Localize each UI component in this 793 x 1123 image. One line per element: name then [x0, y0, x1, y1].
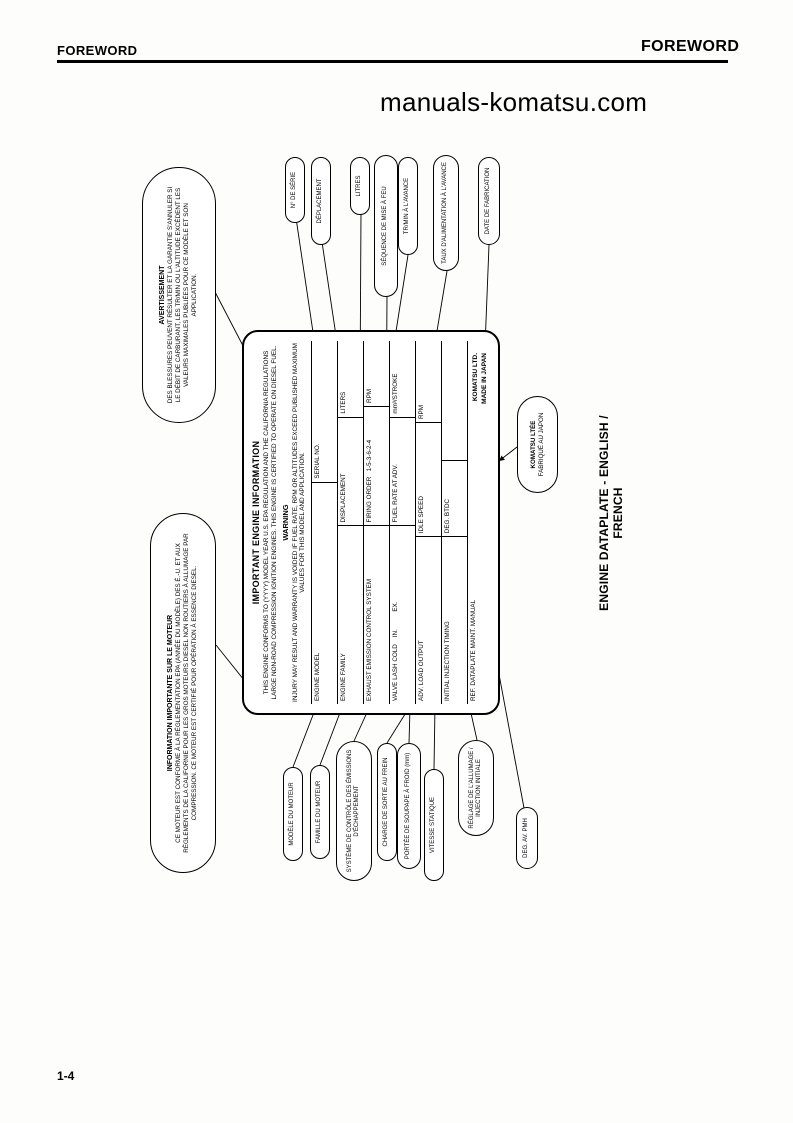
maker-name: KOMATSU LTD.	[471, 353, 479, 402]
callout-manufacture-date: DATE DE FABRICATION	[478, 157, 500, 245]
maker-origin: MADE IN JAPAN	[480, 353, 488, 404]
field-idle-speed: IDLE SPEED	[416, 423, 442, 538]
field-initial-injection-timing: INITIAL INJECTION TIMING	[444, 621, 452, 701]
callout-injection-timing: RÉGLAGE DE L'ALLUMAGE / INJECTION INITIA…	[458, 740, 494, 836]
plate-row: ADV. LOAD OUTPUT IDLE SPEED RPM	[416, 341, 443, 704]
field-ref-dataplate-manual: REF. DATAPLATE MAINT. MANUAL	[470, 599, 478, 701]
field-liters: LITERS	[338, 341, 364, 418]
callout-firing-order: SÉQUENCE DE MISE À FEU	[374, 155, 398, 297]
important-engine-information-french-oval: INFORMATION IMPORTANTE SUR LE MOTEUR CE …	[150, 513, 216, 873]
plate-warning-title: WARNING	[280, 504, 290, 541]
info-oval-title: INFORMATION IMPORTANTE SUR LE MOTEUR	[167, 614, 175, 772]
plate-field-grid: ENGINE MODEL SERIAL NO. ENGINE FAMILY DI…	[311, 341, 493, 704]
callout-engine-family: FAMILLE DU MOTEUR	[310, 765, 330, 859]
komatsu-oval-line2: FABRIQUÉ AU JAPON	[537, 412, 545, 477]
engine-dataplate: IMPORTANT ENGINE INFORMATION THIS ENGINE…	[242, 330, 500, 715]
warning-oval-body: DES BLESSURES PEUVENT RÉSULTER ET LA GAR…	[167, 186, 198, 404]
field-blank	[442, 341, 468, 461]
field-adv-load-output: ADV. LOAD OUTPUT	[418, 640, 426, 701]
field-rpm: RPM	[364, 341, 390, 407]
field-deg-btdc: DEG. BTDC	[442, 460, 468, 538]
plate-warning-paragraph: INJURY MAY RESULT AND WARRANTY IS VOIDED…	[291, 343, 307, 702]
komatsu-oval-line1: KOMATSU LTÉE	[529, 420, 537, 469]
plate-row: ENGINE MODEL SERIAL NO.	[312, 341, 339, 704]
callout-displacement: DÉPLACEMENT	[311, 157, 331, 245]
callout-idle-speed: VITESSE STATIQUE	[424, 769, 444, 881]
field-emission-control-system: EXHAUST EMISSION CONTROL SYSTEM	[366, 578, 374, 701]
callout-engine-model: MODÈLE DU MOTEUR	[283, 767, 303, 861]
komatsu-ltee-oval: KOMATSU LTÉE FABRIQUÉ AU JAPON	[517, 396, 558, 493]
header-rule	[57, 60, 728, 63]
callout-liters: LITRES	[350, 157, 370, 215]
plate-footer: REF. DATAPLATE MAINT. MANUAL KOMATSU LTD…	[468, 341, 493, 704]
callout-serial-no: N° DE SÉRIE	[285, 157, 305, 223]
callout-fuel-rate: TAUX D'ALIMENTATION À L'AVANCE	[433, 155, 459, 271]
plate-row: INITIAL INJECTION TIMING DEG. BTDC	[442, 341, 469, 704]
field-valve-lash-cold: VALVE LASH COLD IN. EX.	[392, 601, 400, 702]
running-header-left: FOREWORD	[57, 43, 138, 58]
plate-conformity-paragraph: THIS ENGINE CONFORMS TO (YYYY) MODEL YEA…	[263, 345, 278, 700]
plate-maker: KOMATSU LTD. MADE IN JAPAN	[468, 341, 493, 486]
figure-caption: ENGINE DATAPLATE - ENGLISH / FRENCH	[597, 415, 625, 611]
warning-oval-title: AVERTISSEMENT	[159, 265, 167, 325]
callout-valve-lash-cold: PORTÉE DE SOUPAPE À FROID (mm)	[397, 743, 421, 869]
watermark-text: manuals-komatsu.com	[380, 87, 648, 117]
field-displacement: DISPLACEMENT	[338, 417, 364, 527]
plate-title: IMPORTANT ENGINE INFORMATION	[251, 440, 261, 605]
plate-row: VALVE LASH COLD IN. EX. FUEL RATE AT ADV…	[390, 341, 417, 704]
plate-row: EXHAUST EMISSION CONTROL SYSTEM FIRING O…	[364, 341, 391, 704]
callout-deg-btdc: DEG. AV. PMH	[516, 807, 538, 869]
callout-emission-control-system: SYSTÈME DE CONTRÔLE DES ÉMISSIONS D'ÉCHA…	[336, 741, 372, 881]
field-mm3-stroke: mm³/STROKE	[390, 341, 416, 418]
field-engine-family: ENGINE FAMILY	[340, 653, 348, 701]
field-engine-model: ENGINE MODEL	[314, 652, 322, 701]
arrow-line	[498, 446, 518, 462]
running-header-right: FOREWORD	[641, 38, 740, 55]
field-idle-rpm: RPM	[416, 341, 442, 424]
field-firing-order: FIRING ORDER 1-5-3-6-2-4	[364, 406, 390, 527]
field-serial-no: SERIAL NO.	[312, 341, 338, 483]
field-fuel-rate-at-adv: FUEL RATE AT ADV.	[390, 417, 416, 527]
callout-brake-output-load: CHARGE DE SORTIE AU FREIN	[377, 743, 397, 861]
info-oval-body: CE MOTEUR EST CONFORME À LA RÉGLEMENTATI…	[175, 533, 198, 853]
page-number: 1-4	[57, 1069, 75, 1083]
callout-adv-rpm: TR/MIN À L'AVANCE	[398, 157, 418, 255]
warning-french-oval: AVERTISSEMENT DES BLESSURES PEUVENT RÉSU…	[142, 167, 216, 423]
plate-row: ENGINE FAMILY DISPLACEMENT LITERS	[338, 341, 365, 704]
